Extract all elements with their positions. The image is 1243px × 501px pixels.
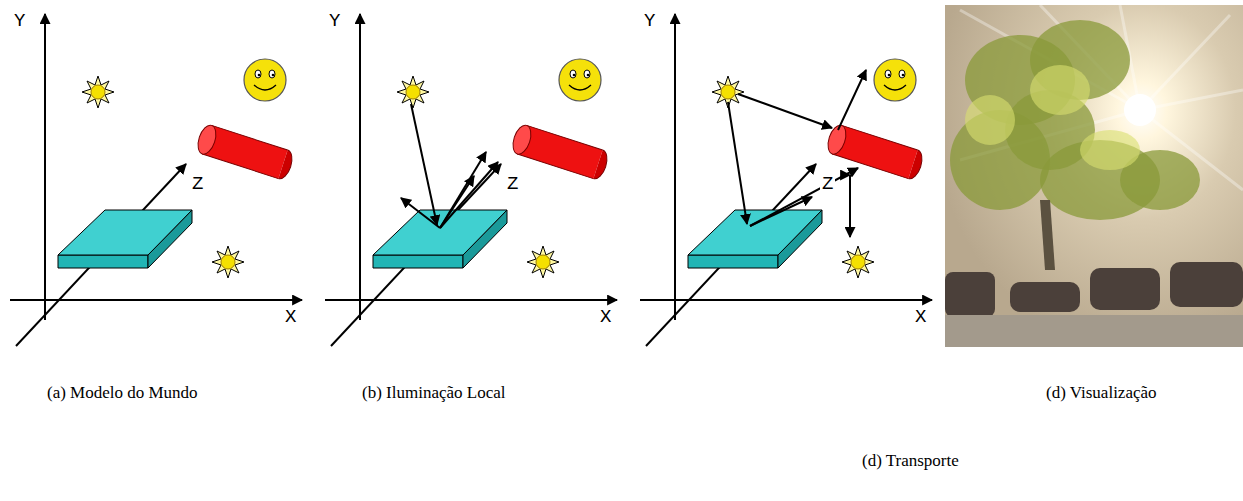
axis-label: X <box>598 307 613 328</box>
world-model-scene <box>10 14 302 346</box>
panel-caption: (d) Visualização <box>1046 384 1157 403</box>
local-lighting-scene <box>325 14 617 346</box>
axis-label: Y <box>12 11 27 32</box>
axis-label: Z <box>820 174 835 195</box>
panel-caption: (d) Transporte <box>862 452 959 471</box>
axis-label: Y <box>327 11 342 32</box>
transport-rays <box>728 70 866 237</box>
axis-label: Z <box>505 174 520 195</box>
panel-caption: (b) Iluminação Local <box>362 384 506 403</box>
light-rays <box>401 104 498 228</box>
axis-label: X <box>913 307 928 328</box>
axis-label: Y <box>642 11 657 32</box>
photograph <box>945 5 1243 347</box>
axis-label: Z <box>190 174 205 195</box>
axis-label: X <box>283 307 298 328</box>
panel-caption: (a) Modelo do Mundo <box>47 384 198 403</box>
transport-scene <box>640 14 932 346</box>
